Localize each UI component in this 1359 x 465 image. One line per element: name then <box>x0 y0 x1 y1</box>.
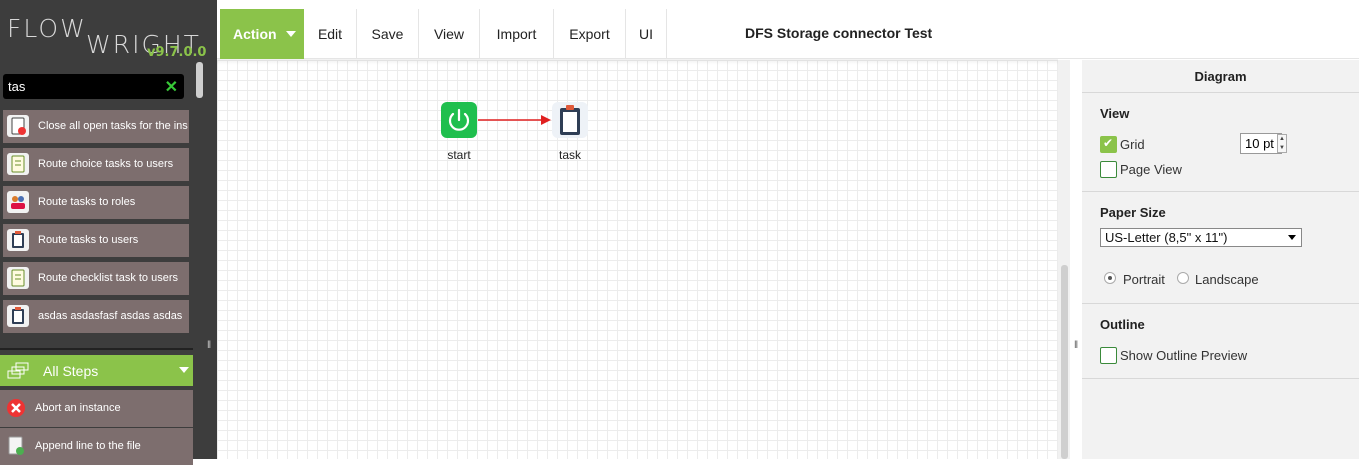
edit-label: Edit <box>317 26 343 42</box>
section-divider <box>1082 191 1359 192</box>
page-view-label: Page View <box>1120 162 1182 177</box>
section-divider <box>1082 303 1359 304</box>
diagram-canvas[interactable]: start task <box>217 60 1058 459</box>
save-label: Save <box>371 26 404 42</box>
landscape-radio[interactable] <box>1177 272 1189 284</box>
step-item-label: Abort an instance <box>35 402 121 414</box>
grid-label: Grid <box>1120 137 1145 152</box>
paper-size-heading: Paper Size <box>1100 205 1166 220</box>
top-toolbar: Action Edit Save View Import Export UI D… <box>217 9 1359 59</box>
search-result-label: Route tasks to roles <box>38 196 136 208</box>
task-node[interactable] <box>552 102 588 138</box>
page-view-checkbox[interactable] <box>1100 161 1117 178</box>
canvas-scrollbar-thumb[interactable] <box>1061 265 1068 459</box>
search-result-label: Route tasks to users <box>38 234 139 246</box>
view-label: View <box>433 26 465 42</box>
search-result-item[interactable]: Route choice tasks to users <box>3 148 189 181</box>
ui-label: UI <box>639 26 653 42</box>
logo-flow-text: FLOW <box>7 14 87 43</box>
search-result-item[interactable]: Route checklist task to users <box>3 262 189 295</box>
logo-wright-text: WRIGHT <box>86 30 201 59</box>
import-button[interactable]: Import <box>480 9 554 59</box>
checklist-icon <box>7 267 29 289</box>
export-label: Export <box>569 26 610 42</box>
canvas-top-shadow <box>217 59 1058 65</box>
view-section-heading: View <box>1100 106 1130 121</box>
abort-icon <box>6 398 26 418</box>
diagram-properties-panel: Diagram View Grid ▲▼ Page View Paper Siz… <box>1082 60 1359 459</box>
search-result-item[interactable]: asdas asdasfasf asdas asdas <box>3 300 189 333</box>
sidebar-divider <box>0 348 193 350</box>
chevron-down-icon <box>179 367 189 373</box>
save-button[interactable]: Save <box>357 9 419 59</box>
search-result-label: asdas asdasfasf asdas asdas <box>38 310 183 322</box>
panel-resize-handle[interactable]: ‖ <box>1074 340 1079 351</box>
clear-search-icon[interactable]: ✕ <box>164 79 178 96</box>
paper-size-select[interactable]: US-Letter (8,5" x 11") <box>1100 228 1302 247</box>
action-menu-button[interactable]: Action <box>220 9 304 59</box>
search-result-item[interactable]: Route tasks to roles <box>3 186 189 219</box>
search-result-label: Route checklist task to users <box>38 272 179 284</box>
steps-stack-icon <box>7 362 31 385</box>
file-append-icon <box>6 436 26 456</box>
task-node-label: task <box>558 148 581 162</box>
grid-size-stepper[interactable]: ▲▼ <box>1277 134 1287 153</box>
connector-arrow[interactable] <box>477 112 555 128</box>
export-button[interactable]: Export <box>554 9 626 59</box>
start-node-label: start <box>447 148 471 162</box>
chevron-down-icon <box>286 31 296 37</box>
paper-size-value: US-Letter (8,5" x 11") <box>1105 230 1228 245</box>
start-node[interactable] <box>441 102 477 138</box>
section-divider <box>1082 378 1359 379</box>
view-button[interactable]: View <box>419 9 480 59</box>
close-tasks-icon <box>7 115 29 137</box>
grid-checkbox[interactable] <box>1100 136 1117 153</box>
search-result-label: Close all open tasks for the ins <box>38 120 188 132</box>
clipboard-icon <box>7 305 29 327</box>
checklist-icon <box>7 153 29 175</box>
search-result-label: Route choice tasks to users <box>38 158 174 170</box>
step-item-append-line[interactable]: Append line to the file <box>0 428 193 465</box>
diagram-title: DFS Storage connector Test <box>745 25 933 41</box>
step-search-input[interactable] <box>8 78 158 95</box>
show-outline-checkbox[interactable] <box>1100 347 1117 364</box>
all-steps-label: All Steps <box>43 363 99 379</box>
step-item-abort[interactable]: Abort an instance <box>0 390 193 427</box>
users-roles-icon <box>7 191 29 213</box>
step-search-box: ✕ <box>3 74 184 99</box>
panel-title: Diagram <box>1082 60 1359 93</box>
clipboard-icon <box>7 229 29 251</box>
landscape-label: Landscape <box>1195 272 1259 287</box>
clipboard-icon <box>560 105 580 135</box>
chevron-down-icon <box>1288 235 1296 240</box>
ui-button[interactable]: UI <box>626 9 667 59</box>
action-label: Action <box>233 26 277 42</box>
step-item-label: Append line to the file <box>35 440 141 452</box>
power-icon <box>448 108 470 131</box>
search-result-item[interactable]: Route tasks to users <box>3 224 189 257</box>
sidebar-scrollbar[interactable] <box>196 62 203 98</box>
search-result-item[interactable]: Close all open tasks for the ins <box>3 110 189 143</box>
flowwright-logo: FLOW WRIGHT v9.7.0.0 <box>0 0 217 66</box>
portrait-radio[interactable] <box>1104 272 1116 284</box>
outline-heading: Outline <box>1100 317 1145 332</box>
left-sidebar: FLOW WRIGHT v9.7.0.0 ✕ Close all open ta… <box>0 0 217 465</box>
sidebar-resize-handle[interactable]: ‖ <box>207 340 212 351</box>
version-label: v9.7.0.0 <box>147 45 207 60</box>
grid-size-input[interactable] <box>1240 133 1282 154</box>
edit-button[interactable]: Edit <box>304 9 357 59</box>
show-outline-label: Show Outline Preview <box>1120 348 1248 363</box>
all-steps-dropdown[interactable]: All Steps <box>0 355 193 386</box>
import-label: Import <box>496 26 537 42</box>
portrait-label: Portrait <box>1123 272 1165 287</box>
